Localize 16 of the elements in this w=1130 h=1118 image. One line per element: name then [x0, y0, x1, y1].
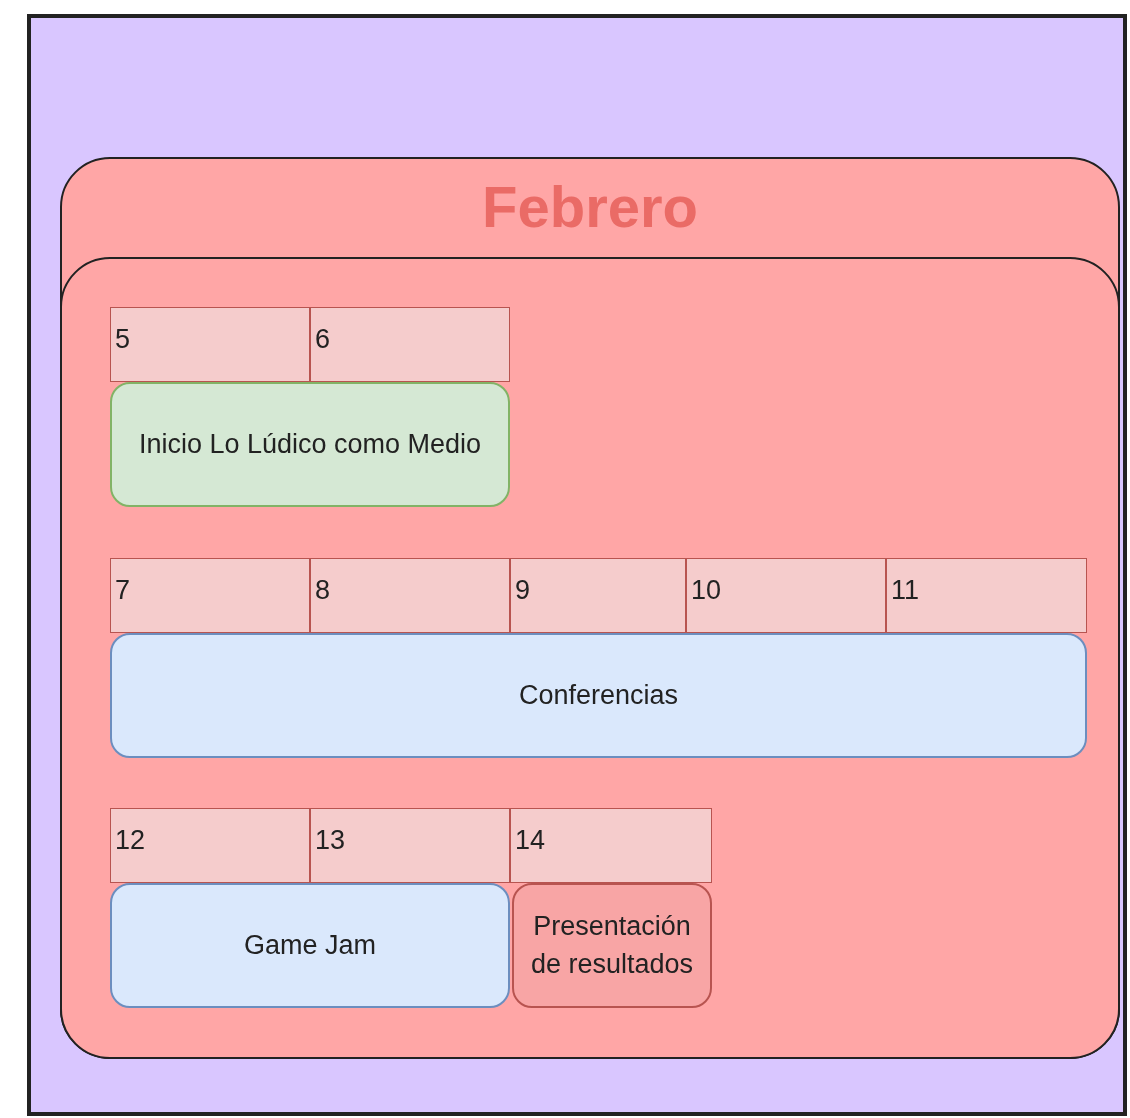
day-cell: 9: [510, 558, 686, 633]
event-card: Presentación de resultados: [512, 883, 712, 1008]
event-card: Inicio Lo Lúdico como Medio: [110, 382, 510, 507]
day-cell: 13: [310, 808, 510, 883]
day-cell: 12: [110, 808, 310, 883]
frame-panel: [27, 14, 1127, 1116]
event-card: Conferencias: [110, 633, 1087, 758]
day-cell: 5: [110, 307, 310, 382]
day-cell: 6: [310, 307, 510, 382]
day-cell: 14: [510, 808, 712, 883]
day-cell: 8: [310, 558, 510, 633]
month-title: Febrero: [482, 175, 698, 239]
event-card: Game Jam: [110, 883, 510, 1008]
day-cell: 10: [686, 558, 886, 633]
day-cell: 11: [886, 558, 1087, 633]
day-cell: 7: [110, 558, 310, 633]
